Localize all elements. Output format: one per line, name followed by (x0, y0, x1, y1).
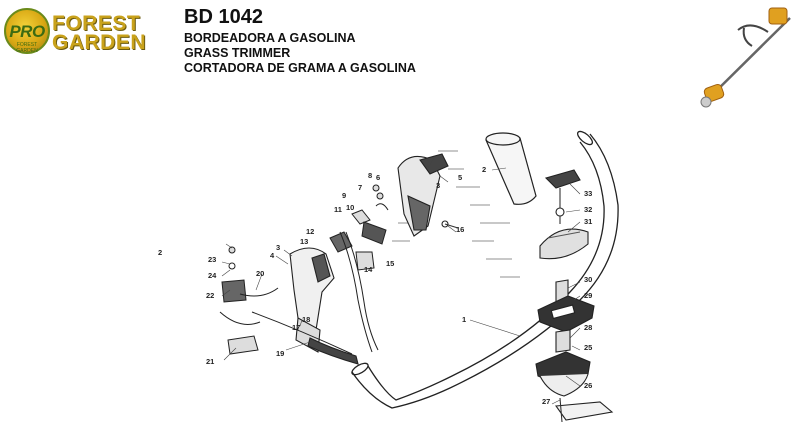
logo-badge-subtext: FOREST GARDEN (16, 42, 38, 54)
clamp-assembly-lower (535, 279, 614, 423)
grip-sleeve (485, 132, 537, 205)
part-label-7: 7 (358, 183, 362, 192)
part-label-8: 8 (368, 171, 372, 180)
part-labels: 1 2 2 3 3 4 5 6 7 8 9 10 11 12 13 14 15 … (158, 165, 592, 406)
clamp-assembly-upper (539, 169, 589, 260)
brand-logo: PRO FOREST GARDEN FOREST GARDEN (4, 8, 174, 54)
title-english: GRASS TRIMMER (184, 46, 291, 60)
title-portuguese: BORDEADORA A GASOLINA (184, 31, 356, 45)
logo-badge: PRO FOREST GARDEN (4, 8, 50, 54)
part-label-1: 1 (462, 315, 466, 324)
part-label-30: 30 (584, 275, 592, 284)
part-label-14: 14 (364, 265, 373, 274)
part-label-2a: 2 (158, 248, 162, 257)
document-header: BD 1042 BORDEADORA A GASOLINA GRASS TRIM… (184, 6, 416, 76)
part-label-23: 23 (208, 255, 216, 264)
part-label-4: 4 (270, 251, 275, 260)
part-label-19: 19 (276, 349, 284, 358)
part-label-20: 20 (256, 269, 264, 278)
handle-bar (351, 130, 619, 409)
rear-handle (289, 247, 359, 365)
part-label-12: 12 (306, 227, 314, 236)
model-number: BD 1042 (184, 6, 263, 28)
part-label-10: 10 (346, 203, 354, 212)
logo-badge-text: PRO (9, 22, 45, 41)
part-label-31: 31 (584, 217, 592, 226)
part-label-24: 24 (208, 271, 217, 280)
part-label-26: 26 (584, 381, 592, 390)
part-label-16: 16 (456, 225, 464, 234)
lever-parts (329, 184, 389, 353)
part-label-3a: 3 (276, 243, 280, 252)
part-label-5: 5 (458, 173, 462, 182)
logo-word-forest: FOREST (52, 12, 141, 35)
part-label-18: 18 (302, 315, 310, 324)
part-label-25: 25 (584, 343, 592, 352)
part-label-3b: 3 (436, 181, 440, 190)
switch-and-cable (219, 246, 353, 355)
part-label-11: 11 (334, 205, 342, 214)
part-label-9: 9 (342, 191, 346, 200)
part-label-32: 32 (584, 205, 592, 214)
trimmer-thumbnail (700, 7, 791, 108)
part-label-15: 15 (386, 259, 394, 268)
leader-lines (221, 157, 581, 405)
title-brazilian: CORTADORA DE GRAMA A GASOLINA (184, 61, 416, 75)
part-label-17: 17 (292, 323, 300, 332)
part-label-33: 33 (584, 189, 592, 198)
part-label-13: 13 (300, 237, 308, 246)
part-label-28: 28 (584, 323, 592, 332)
part-label-29: 29 (584, 291, 592, 300)
part-label-22: 22 (206, 291, 214, 300)
part-label-27: 27 (542, 397, 550, 406)
part-label-21: 21 (206, 357, 214, 366)
part-label-2b: 2 (482, 165, 486, 174)
part-label-6: 6 (376, 173, 380, 182)
logo-word-garden: GARDEN (52, 31, 147, 54)
throttle-housing (397, 153, 459, 237)
